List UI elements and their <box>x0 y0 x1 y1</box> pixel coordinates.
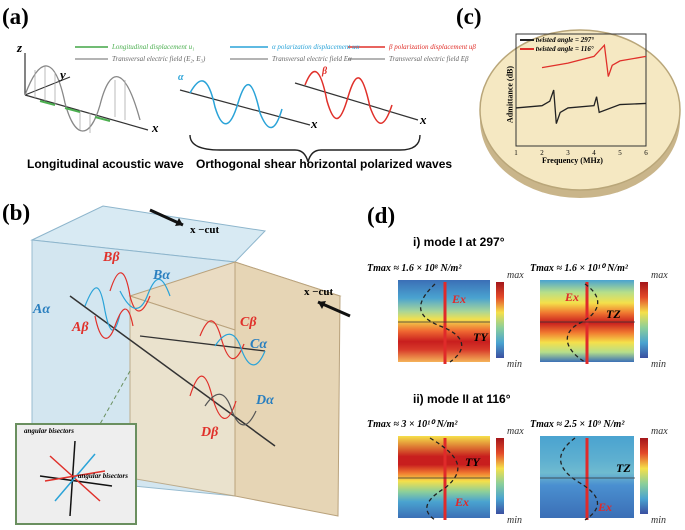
axis-x-a: x <box>152 120 159 135</box>
cb3-min: min <box>507 515 522 526</box>
wave-B <box>109 272 151 312</box>
chart-legend: twisted angle = 297° twisted angle = 116… <box>520 36 594 54</box>
x-tick-label: 5 <box>618 149 622 157</box>
cut-right-label: x −cut <box>304 286 334 298</box>
cb2-max: max <box>651 270 668 281</box>
label-D-alpha: Dα <box>256 393 274 408</box>
cb2-min: min <box>651 359 666 370</box>
mode1-title: i) mode I at 297° <box>413 235 505 249</box>
x-tick-label: 4 <box>592 149 596 157</box>
cb4-min: min <box>651 515 666 526</box>
propagation-axis <box>69 295 276 447</box>
chart-frame <box>515 33 647 147</box>
label-A-beta: Aβ <box>72 320 89 335</box>
alpha-wave <box>189 80 283 129</box>
x-tick-label: 2 <box>540 149 544 157</box>
colorbar-3 <box>496 438 504 514</box>
axis-y-a: y <box>60 67 66 82</box>
stress-label-1: TY <box>473 330 488 344</box>
brace <box>189 134 421 163</box>
legend-left-2: Transversal electric field (E₂, E₃) <box>112 55 206 63</box>
admittance-chart: 1 2 3 4 5 6 <box>514 33 648 157</box>
axis-x-shear1: x <box>311 116 318 131</box>
colorbar-4 <box>640 438 648 514</box>
chart-ylabel: Admittance (dB) <box>505 65 515 124</box>
colorbar-1 <box>496 282 504 358</box>
legend-116: twisted angle = 116° <box>520 45 594 54</box>
panel-c-label: (c) <box>456 4 482 29</box>
label-C-alpha: Cα <box>250 337 268 352</box>
beta-wave <box>304 70 393 124</box>
label-B-beta: Bβ <box>103 250 120 265</box>
x-tick-label: 3 <box>566 149 570 157</box>
legend-mid-2: Transversal electric field Eα <box>272 55 352 63</box>
legend-right-1: β polarization displacement uβ <box>389 43 476 51</box>
legend-297: twisted angle = 297° <box>520 36 594 45</box>
inset-label-bottom: angular bisectors <box>78 472 128 480</box>
cb3-max: max <box>507 426 524 437</box>
tmax-3: Tmax ≈ 3 × 10¹⁰ N/m² <box>367 419 458 430</box>
cut-top-label: x −cut <box>190 224 220 236</box>
wafer-disk <box>479 29 681 198</box>
wave-C <box>199 320 245 360</box>
cb1-min: min <box>507 359 522 370</box>
panel-b-label: (b) <box>2 200 31 225</box>
label-B-alpha: Bα <box>153 268 171 283</box>
panel-a-label: (a) <box>2 4 29 29</box>
wave-C-alpha <box>214 333 266 366</box>
label-C-beta: Cβ <box>240 315 257 330</box>
field-label-1: Ex <box>452 292 467 306</box>
beta-label-a: β <box>322 66 328 77</box>
cb4-max: max <box>651 426 668 437</box>
legend-mid-1: α polarization displacement uα <box>272 43 360 51</box>
crystal-blocks <box>15 205 351 525</box>
inset-box <box>15 423 137 525</box>
field-label-2: Ex <box>565 290 580 304</box>
caption-longitudinal: Longitudinal acoustic wave <box>27 157 184 171</box>
wave-B-alpha <box>119 278 171 309</box>
label-A-alpha: Aα <box>33 302 51 317</box>
x-tick-label: 1 <box>514 149 518 157</box>
inset-label-top: angular bisectors <box>24 427 74 435</box>
field-label-4: Ex <box>598 500 613 514</box>
stress-label-2: TZ <box>606 307 621 321</box>
label-D-beta: Dβ <box>201 425 219 440</box>
x-tick-label: 6 <box>644 149 648 157</box>
panel-a-figure <box>24 46 421 163</box>
wave-A <box>84 287 121 331</box>
cb1-max: max <box>507 270 524 281</box>
wave-A-beta <box>94 308 134 339</box>
series-line-2 <box>541 43 647 77</box>
longitudinal-wave <box>24 65 141 132</box>
tmax-2: Tmax ≈ 1.6 × 10¹⁰ N/m² <box>530 263 628 274</box>
tmax-4: Tmax ≈ 2.5 × 10⁹ N/m² <box>530 419 625 430</box>
shear-axes <box>179 82 419 126</box>
map-overlays <box>398 282 635 521</box>
stress-label-3: TY <box>465 455 480 469</box>
wave-D-alpha <box>204 393 257 426</box>
longitudinal-axes <box>24 53 149 131</box>
caption-shear: Orthogonal shear horizontal polarized wa… <box>196 157 453 171</box>
alpha-label-a: α <box>178 72 184 83</box>
legend-right-2: Transversal electric field Eβ <box>389 55 469 63</box>
axis-z-a: z <box>17 40 23 55</box>
series-line-1 <box>515 89 647 124</box>
mode2-title: ii) mode II at 116° <box>413 392 511 406</box>
panel-d-label: (d) <box>367 203 396 228</box>
colorbar-2 <box>640 282 648 358</box>
field-label-3: Ex <box>455 495 470 509</box>
stress-label-4: TZ <box>616 461 631 475</box>
tmax-1: Tmax ≈ 1.6 × 10⁸ N/m² <box>367 263 462 274</box>
legend-left-1: Longitudinal displacement u₁ <box>112 43 195 51</box>
chart-xlabel: Frequency (MHz) <box>542 156 603 165</box>
axis-x-shear2: x <box>420 112 427 127</box>
wave-D <box>189 375 237 419</box>
